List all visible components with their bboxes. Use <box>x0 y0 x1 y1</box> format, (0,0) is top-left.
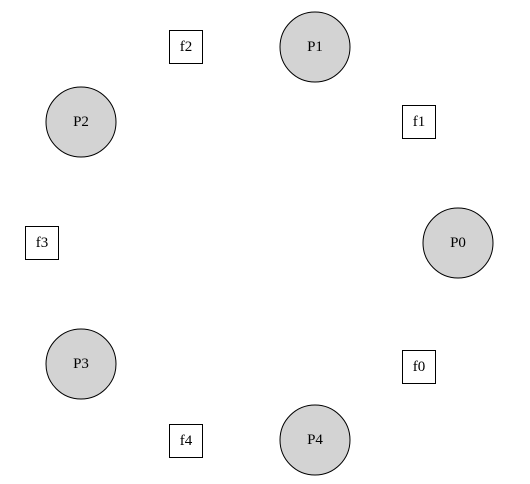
philosopher-node-p3: P3 <box>45 328 117 400</box>
philosopher-label: P4 <box>307 432 323 448</box>
fork-label: f3 <box>36 235 49 251</box>
philosopher-node-p4: P4 <box>279 404 351 476</box>
philosopher-node-p0: P0 <box>422 207 494 279</box>
philosopher-label: P2 <box>73 114 89 130</box>
philosopher-circle <box>45 86 117 158</box>
fork-node-f2: f2 <box>169 30 203 64</box>
fork-node-f0: f0 <box>402 350 436 384</box>
philosopher-label: P0 <box>450 235 466 251</box>
fork-node-f3: f3 <box>25 226 59 260</box>
philosopher-circle <box>279 11 351 83</box>
fork-box <box>169 424 203 458</box>
philosopher-circle <box>422 207 494 279</box>
fork-label: f4 <box>180 433 193 449</box>
philosopher-label: P3 <box>73 356 89 372</box>
fork-label: f1 <box>413 114 426 130</box>
fork-box <box>402 350 436 384</box>
philosopher-node-p2: P2 <box>45 86 117 158</box>
fork-box <box>402 105 436 139</box>
philosopher-label: P1 <box>307 39 323 55</box>
fork-box <box>169 30 203 64</box>
fork-label: f2 <box>180 39 193 55</box>
fork-label: f0 <box>413 359 426 375</box>
fork-node-f1: f1 <box>402 105 436 139</box>
philosopher-circle <box>279 404 351 476</box>
philosopher-circle <box>45 328 117 400</box>
philosopher-node-p1: P1 <box>279 11 351 83</box>
fork-node-f4: f4 <box>169 424 203 458</box>
fork-box <box>25 226 59 260</box>
